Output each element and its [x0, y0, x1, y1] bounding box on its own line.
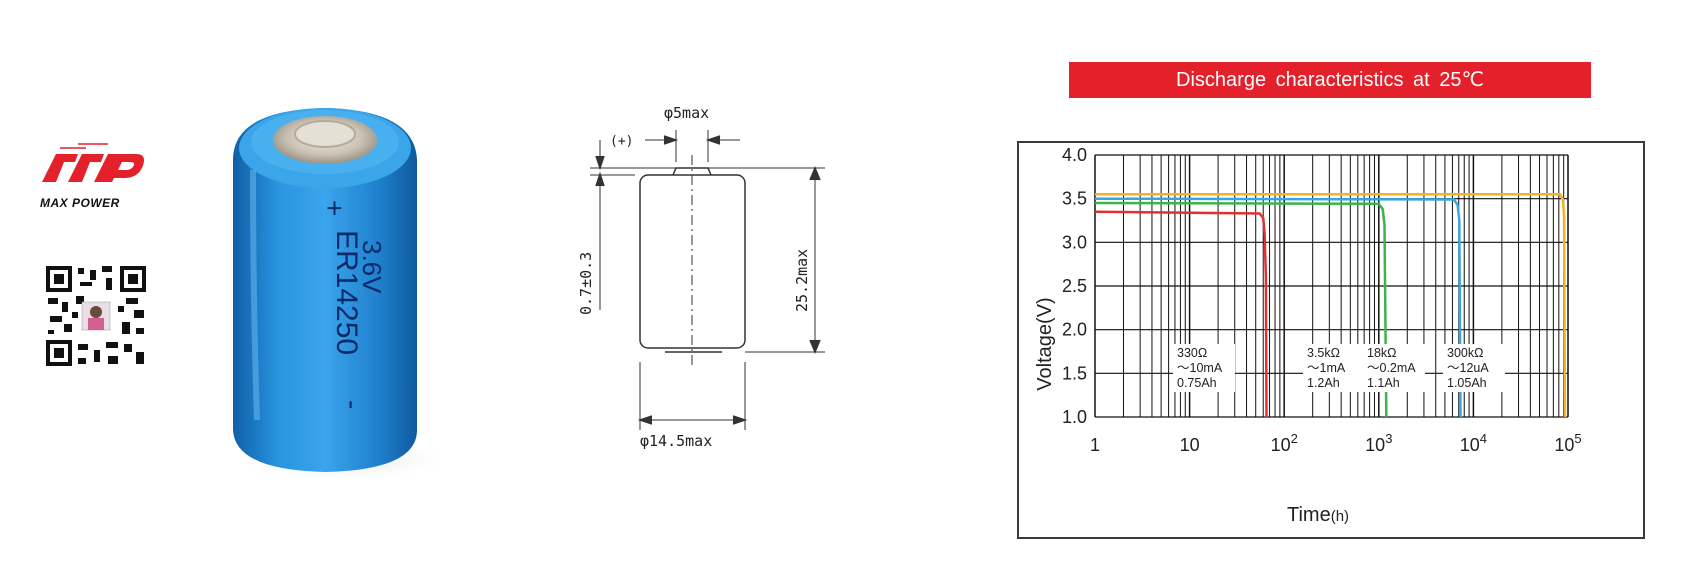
series-line-1 [1094, 210, 1268, 418]
cap-height-dimension: 0.7±0.3 [577, 252, 595, 315]
terminal-dimension: φ5max [664, 104, 709, 122]
discharge-chart: 330Ω～10mA0.75Ah3.5kΩ～1mA1.2Ah18kΩ～0.2mA1… [1034, 145, 1582, 526]
chart-annotations: 330Ω～10mA0.75Ah3.5kΩ～1mA1.2Ah18kΩ～0.2mA1… [1173, 344, 1505, 392]
battery-photo: ER14250 3.6V + - [233, 108, 453, 482]
y-tick-label: 3.5 [1062, 189, 1087, 209]
series-line-4 [1095, 193, 1567, 418]
brand-logo [42, 143, 144, 182]
series-annotation-text: ～12uA [1447, 361, 1489, 375]
x-tick-label: 103 [1365, 431, 1392, 455]
series-annotation-bg [1173, 344, 1235, 392]
series-annotation-text: 1.1Ah [1367, 376, 1400, 390]
battery-plus: + [319, 200, 350, 216]
chart-frame [1017, 141, 1645, 539]
y-tick-label: 4.0 [1062, 145, 1087, 165]
dimension-drawing: φ5max (+) 0.7±0.3 25.2max φ14.5max [577, 104, 825, 450]
series-annotation-text: 1.2Ah [1307, 376, 1340, 390]
battery-minus: - [337, 400, 368, 409]
x-axis-title-main: Time [1287, 504, 1331, 526]
brand-name: MAX POWER [40, 196, 120, 210]
series-line-2 [1094, 201, 1388, 418]
series-annotation-text: ～0.2mA [1367, 361, 1416, 375]
series-annotation-text: 330Ω [1177, 346, 1207, 360]
positive-mark: (+) [610, 134, 633, 149]
series-annotation-text: 300kΩ [1447, 346, 1483, 360]
battery-model: ER14250 [330, 230, 363, 355]
series-annotation-text: 0.75Ah [1177, 376, 1217, 390]
x-axis-title: Time(h) [1287, 504, 1349, 526]
series-annotation-text: ～10mA [1177, 361, 1223, 375]
y-tick-label: 2.0 [1062, 320, 1087, 340]
x-tick-label: 10 [1180, 435, 1200, 455]
y-tick-label: 3.0 [1062, 232, 1087, 252]
chart-title: Discharge characteristics at 25℃ [1069, 62, 1591, 98]
series-annotation-text: ～1mA [1307, 361, 1346, 375]
y-tick-label: 2.5 [1062, 276, 1087, 296]
series-annotation-bg [1303, 344, 1365, 392]
series-annotation-bg [1443, 344, 1505, 392]
battery-voltage: 3.6V [357, 240, 387, 294]
series-annotation-bg [1363, 344, 1425, 392]
y-tick-label: 1.5 [1062, 363, 1087, 383]
x-tick-label: 102 [1271, 431, 1298, 455]
qr-code [46, 266, 146, 366]
y-tick-label: 1.0 [1062, 407, 1087, 427]
series-annotation-text: 3.5kΩ [1307, 346, 1340, 360]
x-axis-title-unit: (h) [1331, 508, 1349, 525]
x-tick-label: 105 [1554, 431, 1581, 455]
x-tick-label: 104 [1460, 431, 1487, 455]
series-line-3 [1094, 197, 1462, 418]
series-annotation-text: 18kΩ [1367, 346, 1397, 360]
x-tick-label: 1 [1090, 435, 1100, 455]
y-axis-title: Voltage(V) [1034, 297, 1056, 390]
diameter-dimension: φ14.5max [640, 432, 712, 450]
height-dimension: 25.2max [793, 249, 811, 312]
chart-ticks: 1.0 1.5 2.0 2.5 3.0 3.5 4.0 1 10 102 103 104 105 [1062, 145, 1582, 455]
series-annotation-text: 1.05Ah [1447, 376, 1487, 390]
chart-series-layer [1094, 193, 1567, 418]
